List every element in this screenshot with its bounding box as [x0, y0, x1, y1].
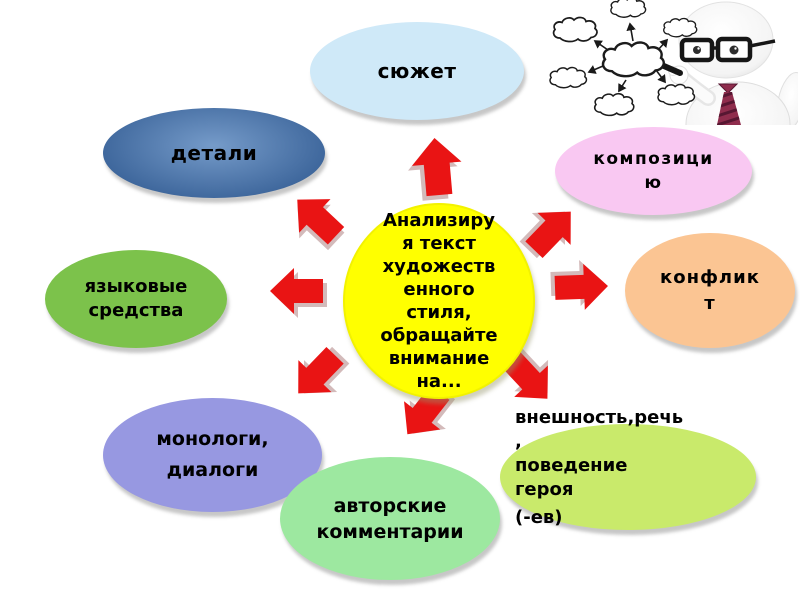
node-appearance — [500, 424, 756, 530]
arrow-to-details — [281, 182, 352, 259]
node-author-line: авторские — [333, 494, 447, 517]
node-monologues-line: монологи, — [156, 428, 269, 450]
node-conflict-line: конфлик — [660, 266, 760, 288]
node-appearance-line: героя — [515, 479, 574, 500]
node-composition-line: ю — [644, 173, 663, 193]
center-text-line: я текст — [402, 233, 476, 254]
node-details: детали — [103, 108, 325, 198]
node-appearance-label: внешность,речь , поведение героя (-ев) — [515, 406, 755, 530]
cloud-icon — [601, 41, 665, 78]
center-text-line: стиля, — [406, 302, 472, 323]
node-composition: композици ю — [555, 127, 752, 215]
node-language-line: языковые — [84, 276, 188, 297]
figure-head — [678, 1, 776, 79]
cloud-connectors — [587, 22, 669, 93]
center-text-line: обращайте — [380, 325, 498, 346]
node-monologues: монологи, диалоги — [103, 398, 322, 512]
cloud-icon — [593, 92, 635, 117]
center-text-line: художеств — [382, 256, 496, 277]
node-author-comments: авторские комментарии — [280, 457, 500, 580]
node-language: языковые средства — [45, 250, 227, 348]
node-appearance-line: поведение — [515, 455, 628, 476]
node-conflict: конфлик т — [625, 233, 795, 348]
man-drawing-mindmap-illustration — [549, 0, 798, 125]
node-details-label: детали — [170, 141, 258, 165]
figure-body — [668, 65, 798, 125]
node-monologues-line: диалоги — [166, 459, 259, 481]
node-language-line: средства — [88, 300, 184, 321]
arrow-to-language — [270, 268, 327, 318]
cloud-icon — [610, 0, 647, 18]
center-text-line: внимание — [388, 348, 490, 369]
node-appearance-line: внешность,речь — [515, 407, 684, 428]
node-appearance-line: (-ев) — [515, 507, 563, 528]
center-text-line: на... — [416, 371, 462, 392]
center-text-line: Анализиру — [383, 210, 495, 231]
node-author-line: комментарии — [316, 520, 464, 543]
cloud-mindmap — [549, 0, 698, 117]
cloud-icon — [663, 17, 698, 38]
eye — [693, 46, 701, 54]
node-appearance-line: , — [515, 431, 522, 452]
arrow-to-conflict — [550, 259, 609, 311]
node-conflict-line: т — [704, 292, 716, 314]
arrow-to-plot — [405, 135, 465, 202]
cloud-icon — [657, 83, 696, 106]
eye — [729, 45, 739, 55]
arrow-to-monologues — [281, 339, 358, 410]
center-text-line: енного — [403, 279, 475, 300]
node-plot-label: сюжет — [377, 59, 457, 83]
node-plot: сюжет — [310, 22, 524, 120]
cloud-icon — [552, 16, 598, 43]
cloud-icon — [549, 66, 588, 89]
center-node: Анализиру я текст художеств енного стиля… — [343, 203, 535, 399]
node-composition-line: композици — [593, 149, 714, 169]
